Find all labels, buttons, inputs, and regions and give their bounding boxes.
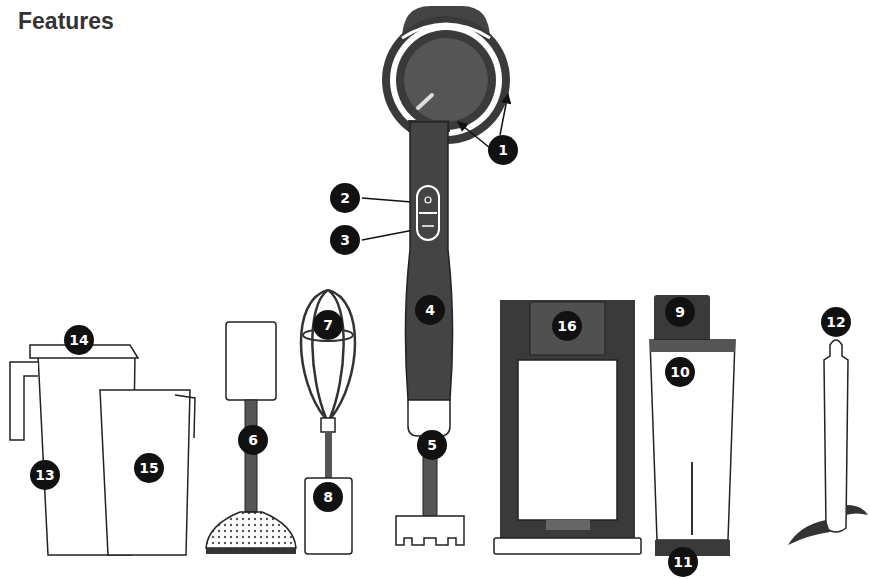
motor-handle <box>405 120 452 516</box>
chopper-blade <box>788 340 868 545</box>
callout-number: 16 <box>552 311 582 341</box>
whisk-attachment <box>301 290 355 554</box>
callout-number: 2 <box>330 183 360 213</box>
leader-line <box>458 122 490 148</box>
callout-number: 10 <box>665 357 695 387</box>
callout-number: 6 <box>238 425 268 455</box>
callout-number: 14 <box>64 325 94 355</box>
callout-number: 5 <box>417 430 447 460</box>
measuring-jugs <box>10 345 195 555</box>
callout-number: 9 <box>665 297 695 327</box>
storage-stand <box>494 300 641 554</box>
callout-number: 4 <box>415 295 445 325</box>
leader-line <box>500 94 508 135</box>
blending-shaft <box>396 516 464 545</box>
masher-attachment <box>206 322 296 554</box>
callout-number: 12 <box>821 307 851 337</box>
callout-number: 11 <box>668 547 698 577</box>
callout-number: 7 <box>313 310 343 340</box>
page-title: Features <box>18 8 114 35</box>
callout-number: 13 <box>30 460 60 490</box>
callout-number: 8 <box>313 482 343 512</box>
callout-number: 1 <box>488 135 518 165</box>
callout-number: 15 <box>134 453 164 483</box>
callout-number: 3 <box>330 225 360 255</box>
chopper-bowl <box>650 295 735 556</box>
